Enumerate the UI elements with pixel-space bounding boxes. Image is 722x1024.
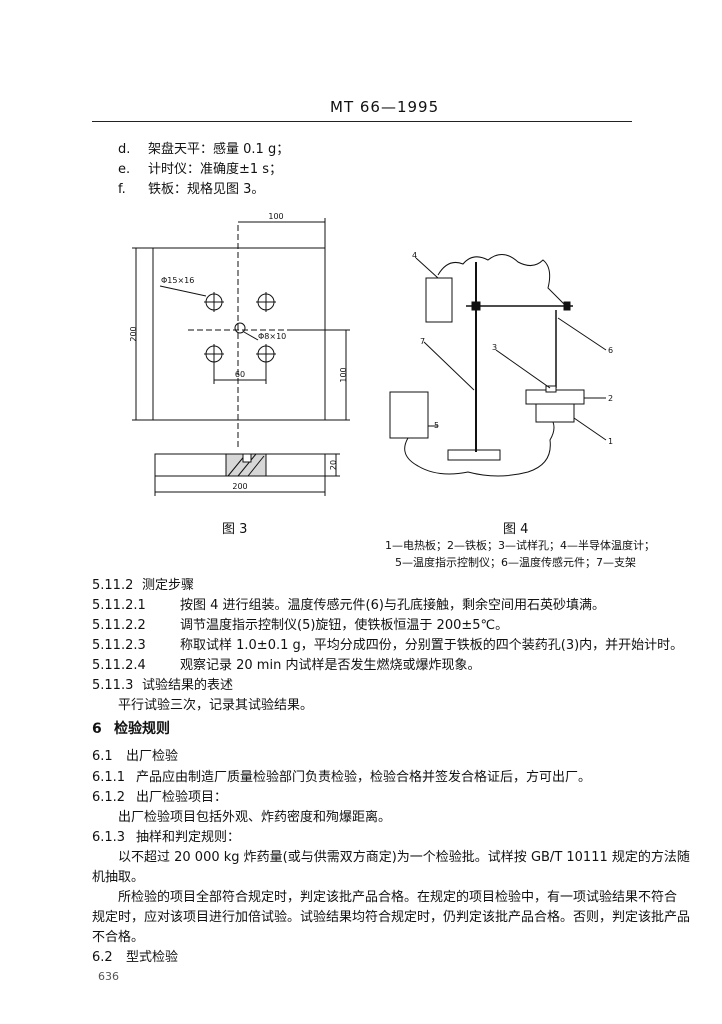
semiconductor-thermometer bbox=[425, 277, 453, 323]
section-text: 出厂检验项目： bbox=[136, 790, 228, 805]
section-5-11-3-body: 平行试验三次，记录其试验结果。 bbox=[118, 698, 314, 713]
section-number: 6.1.1 bbox=[92, 770, 126, 785]
callout-6: 6 bbox=[608, 346, 613, 355]
callout-4: 4 bbox=[412, 251, 417, 260]
step-number: 5.11.2.4 bbox=[92, 658, 146, 673]
step-text: 称取试样 1.0±0.1 g，平均分成四份，分别置于铁板的四个装药孔(3)内，并… bbox=[180, 638, 684, 653]
section-6-1-3-para-1-line-1: 以不超过 20 000 kg 炸药量(或与供需双方商定)为一个检验批。试样按 G… bbox=[118, 850, 690, 865]
figure-3-drawing: 100 200 100 60 Φ15×16 Φ8×10 200 20 bbox=[129, 212, 350, 496]
callout-2: 2 bbox=[608, 394, 613, 403]
section-6-1-3-para-2-line-3: 不合格。 bbox=[92, 930, 145, 945]
step-number: 5.11.2.3 bbox=[92, 638, 146, 653]
section-text: 产品应由制造厂质量检验部门负责检验，检验合格并签发合格证后，方可出厂。 bbox=[136, 770, 592, 785]
section-number: 6.1 bbox=[92, 749, 113, 764]
figure-3-caption: 图 3 bbox=[222, 522, 248, 537]
dim-top-label: 100 bbox=[268, 212, 283, 221]
section-6-1-heading: 6.1 出厂检验 bbox=[92, 745, 178, 764]
item-label: d. bbox=[118, 142, 131, 157]
dim-left-label: 200 bbox=[129, 326, 138, 341]
section-6-1-3-para-2-line-2: 规定时，应对该项目进行加倍试验。试验结果均符合规定时，仍判定该批产品合格。否则，… bbox=[92, 910, 691, 925]
wire-bottom bbox=[404, 421, 555, 477]
step-5-11-2-4: 5.11.2.4 观察记录 20 min 内试样是否发生燃烧或爆炸现象。 bbox=[92, 654, 480, 673]
section-5-11-3-heading: 5.11.3 试验结果的表述 bbox=[92, 674, 233, 693]
equipment-item-d: d. 架盘天平：感量 0.1 g； bbox=[118, 138, 289, 157]
step-5-11-2-3: 5.11.2.3 称取试样 1.0±0.1 g，平均分成四份，分别置于铁板的四个装… bbox=[92, 634, 683, 653]
page-number: 636 bbox=[98, 970, 119, 983]
step-text: 调节温度指示控制仪(5)旋钮，使铁板恒温于 200±5℃。 bbox=[180, 618, 509, 633]
section-6-2-heading: 6.2 型式检验 bbox=[92, 946, 178, 965]
figure-4-legend-line-2: 5—温度指示控制仪；6—温度传感元件；7—支架 bbox=[395, 556, 636, 569]
section-6-1-2-body: 出厂检验项目包括外观、炸药密度和殉爆距离。 bbox=[118, 810, 392, 825]
section-title: 检验规则 bbox=[114, 721, 170, 737]
step-number: 5.11.2.1 bbox=[92, 598, 146, 613]
step-5-11-2-1: 5.11.2.1 按图 4 进行组装。温度传感元件(6)与孔底接触，剩余空间用石英… bbox=[92, 594, 605, 613]
section-6-1-2: 6.1.2 出厂检验项目： bbox=[92, 786, 227, 805]
page-header-title: MT 66—1995 bbox=[330, 98, 440, 116]
callout-5: 5 bbox=[434, 421, 439, 430]
figure-4-drawing: 4 7 3 6 2 1 5 bbox=[389, 251, 613, 477]
step-text: 按图 4 进行组装。温度传感元件(6)与孔底接触，剩余空间用石英砂填满。 bbox=[180, 598, 605, 613]
section-title: 型式检验 bbox=[126, 950, 179, 965]
section-title: 出厂检验 bbox=[126, 749, 179, 764]
header-rule bbox=[92, 121, 632, 122]
step-number: 5.11.2.2 bbox=[92, 618, 146, 633]
electric-hot-plate bbox=[535, 403, 575, 423]
section-5-11-2-heading: 5.11.2 测定步骤 bbox=[92, 574, 194, 593]
iron-plate-top-view bbox=[152, 247, 326, 421]
section-number: 6.2 bbox=[92, 950, 113, 965]
section-number: 5.11.2 bbox=[92, 578, 134, 593]
dim-hole-big-label: Φ15×16 bbox=[161, 276, 194, 285]
item-text: 计时仪：准确度±1 s； bbox=[148, 162, 283, 177]
dim-pitch-label: 60 bbox=[235, 370, 245, 379]
item-label: f. bbox=[118, 182, 126, 197]
dim-hole-small-label: Φ8×10 bbox=[258, 332, 286, 341]
step-text: 观察记录 20 min 内试样是否发生燃烧或爆炸现象。 bbox=[180, 658, 481, 673]
section-6-1-3-para-1-line-2: 机抽取。 bbox=[92, 870, 145, 885]
item-text: 铁板：规格见图 3。 bbox=[148, 182, 265, 197]
section-6-1-1: 6.1.1 产品应由制造厂质量检验部门负责检验，检验合格并签发合格证后，方可出厂。 bbox=[92, 766, 591, 785]
section-text: 抽样和判定规则： bbox=[136, 830, 241, 845]
sensor-hole bbox=[234, 322, 246, 334]
equipment-item-e: e. 计时仪：准确度±1 s； bbox=[118, 158, 282, 177]
section-number: 6.1.2 bbox=[92, 790, 126, 805]
dim-right-label: 100 bbox=[339, 367, 348, 382]
section-number: 6.1.3 bbox=[92, 830, 126, 845]
section-number: 5.11.3 bbox=[92, 678, 134, 693]
section-6-heading: 6 检验规则 bbox=[92, 718, 170, 738]
step-5-11-2-2: 5.11.2.2 调节温度指示控制仪(5)旋钮，使铁板恒温于 200±5℃。 bbox=[92, 614, 508, 633]
wire-top bbox=[437, 254, 567, 307]
callout-3: 3 bbox=[492, 343, 497, 352]
section-number: 6 bbox=[92, 721, 102, 737]
section-6-1-3-para-2-line-1: 所检验的项目全部符合规定时，判定该批产品合格。在规定的项目检验中，有一项试验结果… bbox=[118, 890, 678, 905]
item-text: 架盘天平：感量 0.1 g； bbox=[148, 142, 290, 157]
figure-4-caption: 图 4 bbox=[503, 522, 529, 537]
equipment-item-f: f. 铁板：规格见图 3。 bbox=[118, 178, 264, 197]
figure-4-legend-line-1: 1—电热板；2—铁板；3—试样孔；4—半导体温度计； bbox=[385, 539, 655, 552]
dim-side-label: 20 bbox=[329, 460, 338, 470]
item-label: e. bbox=[118, 162, 131, 177]
section-6-1-3: 6.1.3 抽样和判定规则： bbox=[92, 826, 240, 845]
temperature-controller bbox=[389, 391, 429, 439]
callout-7: 7 bbox=[420, 337, 425, 346]
callout-1: 1 bbox=[608, 437, 613, 446]
section-title: 测定步骤 bbox=[142, 578, 195, 593]
stand-base bbox=[447, 449, 501, 461]
dim-bottom-label: 200 bbox=[232, 482, 247, 491]
section-title: 试验结果的表述 bbox=[142, 678, 234, 693]
